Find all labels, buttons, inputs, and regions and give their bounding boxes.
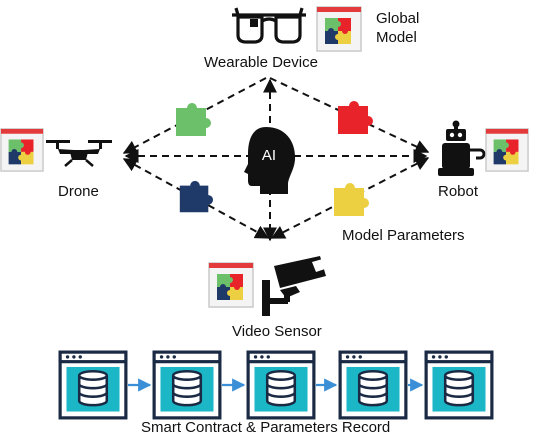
puzzle-piece-red-icon	[338, 101, 374, 134]
wearable-glasses-icon	[232, 7, 306, 44]
drone-model-icon	[0, 128, 44, 172]
drone-label: Drone	[58, 183, 99, 200]
database-block-1-icon	[58, 350, 128, 420]
video-sensor-model-icon	[208, 262, 254, 308]
video-sensor-label: Video Sensor	[232, 323, 322, 340]
robot-label: Robot	[438, 183, 479, 200]
global-model-icon	[316, 6, 362, 52]
puzzle-piece-yellow-icon	[334, 183, 370, 216]
database-block-5-icon	[424, 350, 494, 420]
arrow-top-left	[122, 77, 267, 154]
camera-icon	[262, 256, 328, 316]
robot-icon	[438, 120, 486, 176]
wearable-device-label: Wearable Device	[204, 54, 318, 71]
robot-model-icon	[485, 128, 529, 172]
puzzle-piece-green-icon	[176, 103, 212, 136]
ai-label: AI	[262, 147, 276, 164]
global-model-label-line2: Model	[376, 29, 417, 46]
arrow-bottom-left	[122, 158, 270, 239]
drone-icon	[46, 140, 112, 167]
database-block-3-icon	[246, 350, 316, 420]
blockchain-chain	[58, 350, 494, 420]
blockchain-label: Smart Contract & Parameters Record	[141, 419, 391, 436]
database-block-4-icon	[338, 350, 408, 420]
global-model-label-line1: Global	[376, 10, 420, 27]
puzzle-piece-navy-icon	[179, 180, 214, 213]
model-parameters-label: Model Parameters	[342, 227, 465, 244]
ai-head-icon	[244, 127, 296, 194]
database-block-2-icon	[152, 350, 222, 420]
